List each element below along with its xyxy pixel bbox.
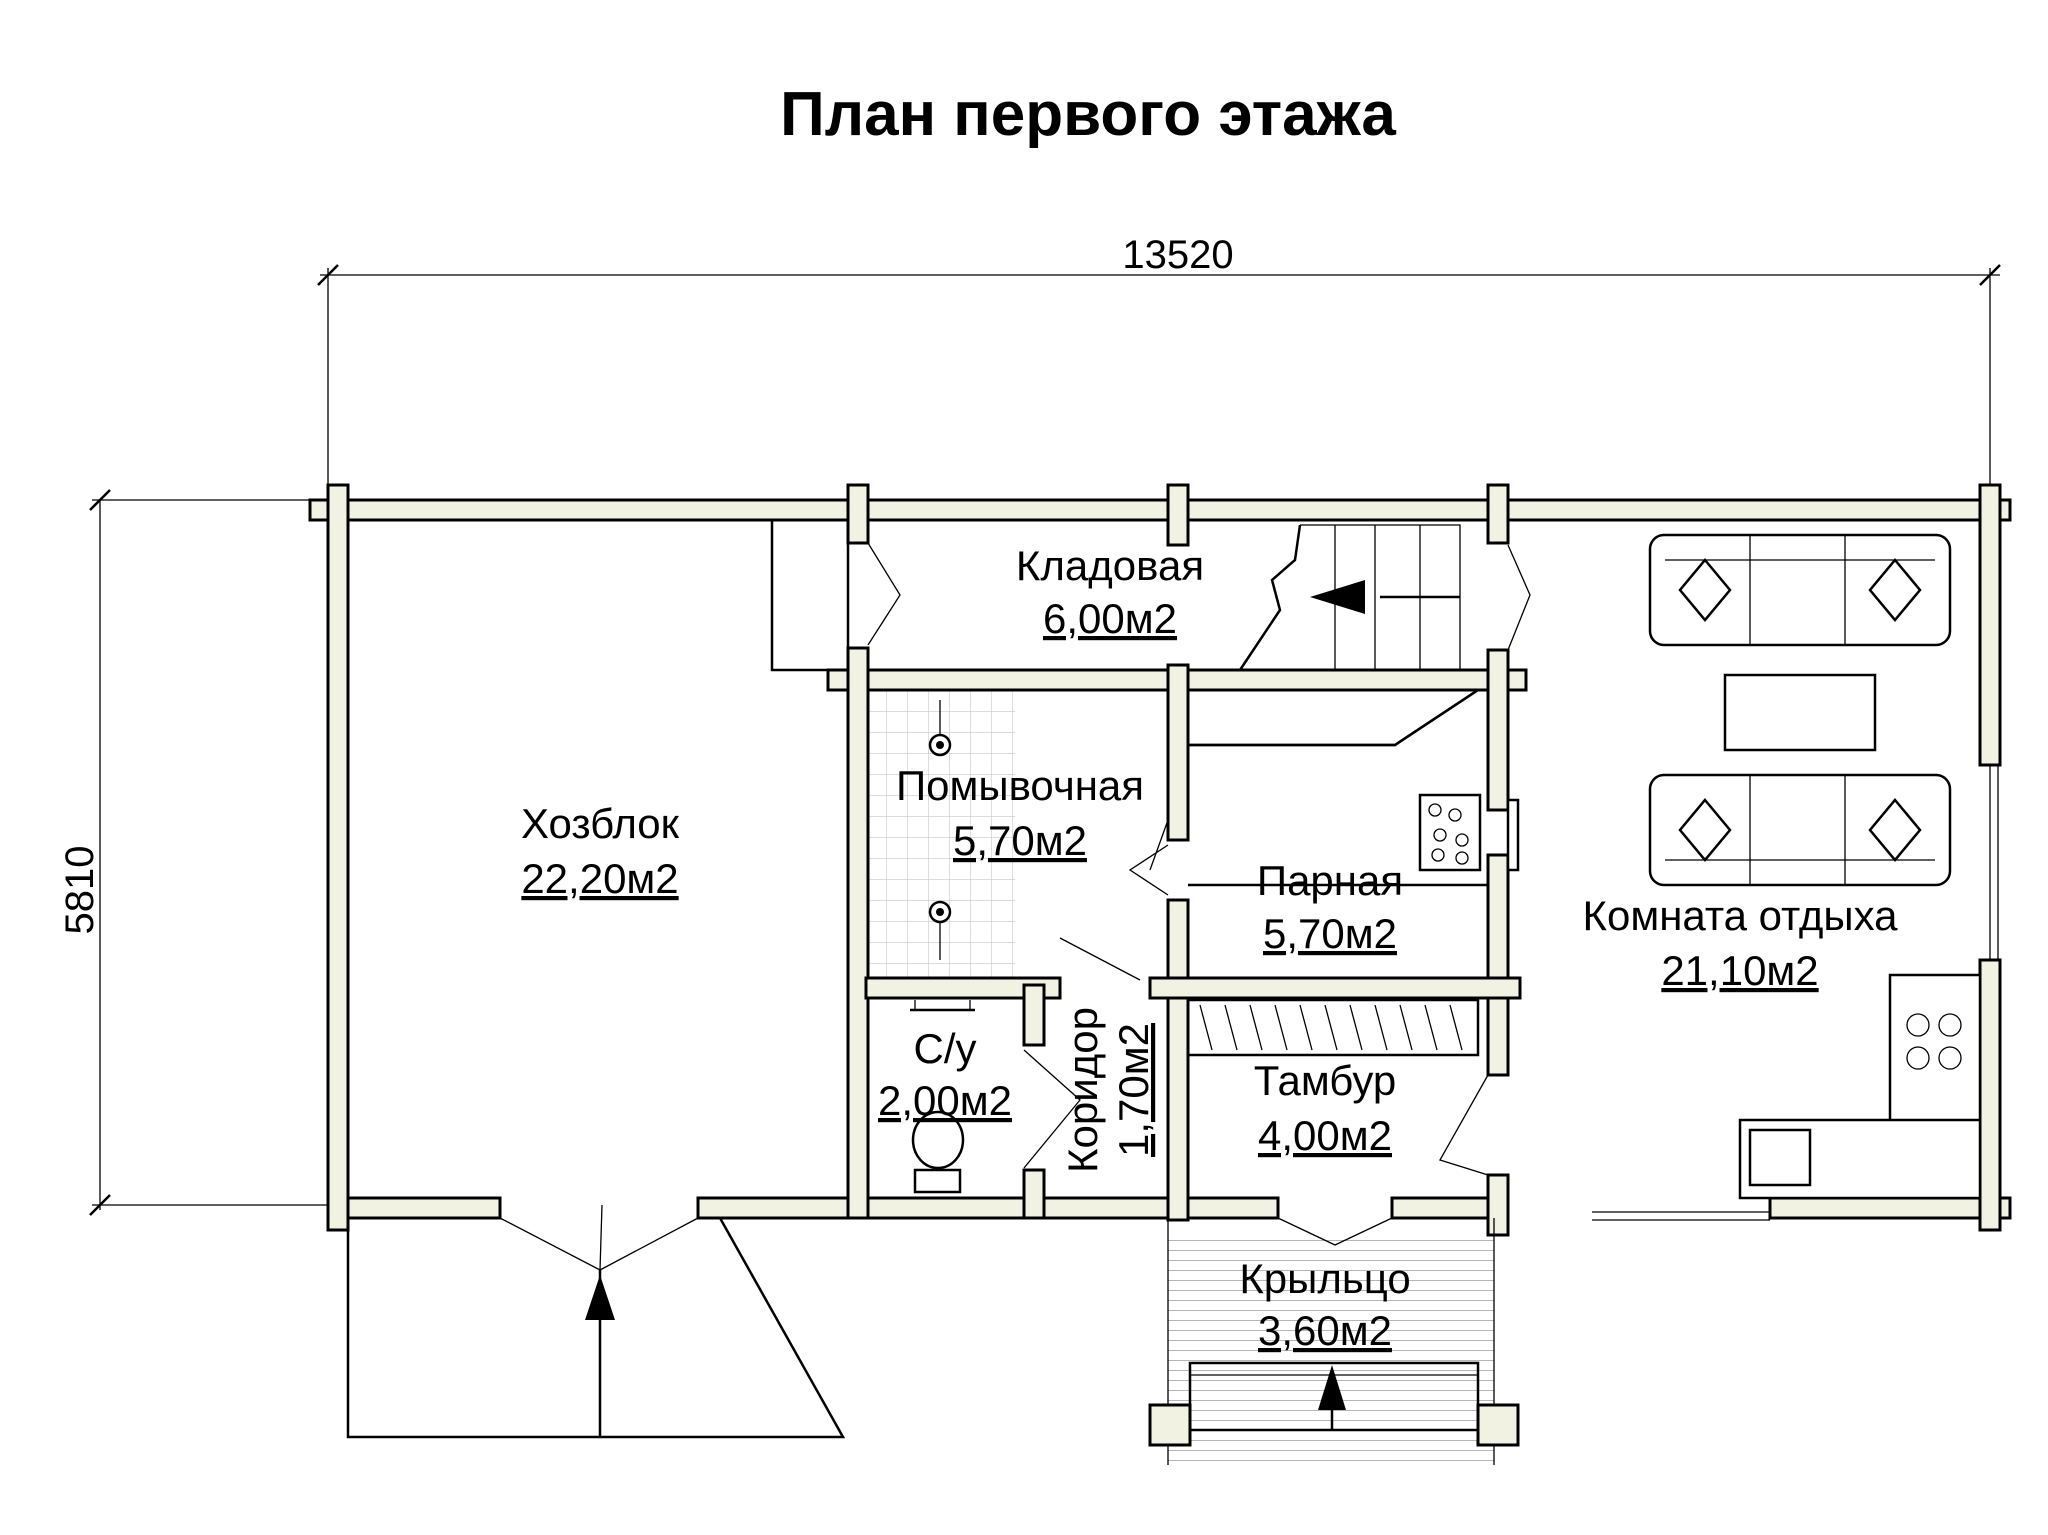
sofa-bottom bbox=[1648, 773, 1952, 887]
coffee-table bbox=[1723, 673, 1877, 752]
room-area-koridor: 1,70м2 bbox=[1110, 1023, 1157, 1157]
room-name-parnaya: Парная bbox=[1257, 857, 1403, 904]
plan-title: План первого этажа bbox=[780, 80, 1396, 149]
room-name-pomyvochnaya: Помывочная bbox=[896, 762, 1144, 809]
room-area-kryltso: 3,60м2 bbox=[1258, 1307, 1392, 1354]
sink-icon bbox=[910, 1000, 975, 1012]
sauna-bench bbox=[1149, 688, 1488, 887]
room-area-parnaya: 5,70м2 bbox=[1263, 910, 1397, 957]
width-dimension: 13520 bbox=[1122, 233, 1233, 277]
room-area-su: 2,00м2 bbox=[878, 1077, 1012, 1124]
room-area-komnata: 21,10м2 bbox=[1661, 947, 1818, 994]
hozblok-ramp bbox=[346, 1217, 846, 1439]
shower-icon bbox=[928, 700, 952, 960]
staircase bbox=[1238, 524, 1461, 671]
room-name-koridor: Коридор bbox=[1059, 1007, 1106, 1173]
room-area-hozblok: 22,20м2 bbox=[521, 855, 678, 902]
room-name-hozblok: Хозблок bbox=[521, 800, 680, 847]
room-name-komnata: Комната отдыха bbox=[1583, 892, 1899, 939]
room-name-kryltso: Крыльцо bbox=[1239, 1255, 1410, 1302]
storage-shelf bbox=[770, 518, 850, 672]
room-area-pomyvochnaya: 5,70м2 bbox=[953, 817, 1087, 864]
porch-steps bbox=[1148, 1218, 1520, 1465]
height-dimension: 5810 bbox=[58, 846, 102, 935]
sauna-stove-icon bbox=[1418, 793, 1520, 872]
room-area-kladovaya: 6,00м2 bbox=[1043, 595, 1177, 642]
sofa-top bbox=[1648, 533, 1952, 647]
room-name-kladovaya: Кладовая bbox=[1016, 542, 1204, 589]
kitchen-counter bbox=[1738, 973, 1982, 1200]
toilet-icon bbox=[911, 1110, 965, 1194]
wardrobe bbox=[1186, 998, 1480, 1057]
room-name-tambur: Тамбур bbox=[1254, 1057, 1397, 1104]
dimension-lines bbox=[89, 264, 2001, 1216]
room-area-tambur: 4,00м2 bbox=[1258, 1112, 1392, 1159]
room-name-su: С/у bbox=[914, 1025, 977, 1072]
doors bbox=[499, 542, 1999, 1272]
